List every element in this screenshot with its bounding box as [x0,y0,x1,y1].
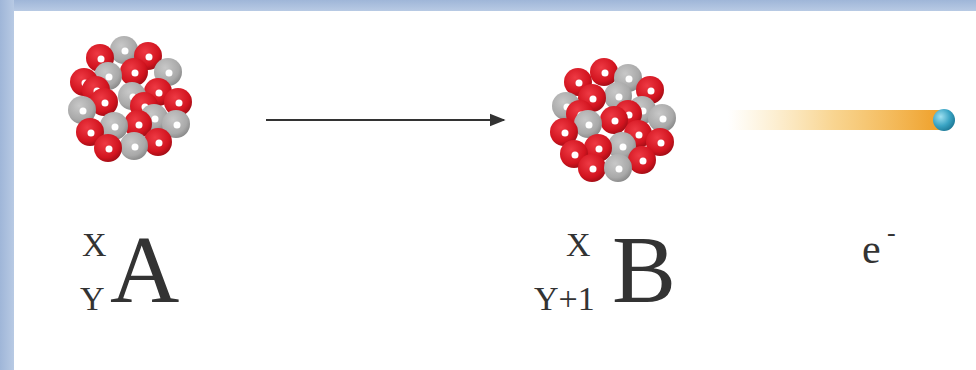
nucleon-dot [136,122,143,129]
nucleon-sphere [590,58,618,86]
nucleon-dot [88,130,95,137]
nucleon-ball [120,58,148,86]
nucleon-dot [156,90,163,97]
nucleon-sphere [120,132,148,160]
nucleon-dot [106,146,113,153]
mass-number: X [82,228,107,262]
nucleon-dot [590,166,597,173]
nucleon-ball [628,146,656,174]
reaction-arrow [266,119,504,121]
nucleon-dot [106,74,113,81]
nucleon-dot [174,122,181,129]
nucleon-dot [156,140,163,147]
nucleon-ball [600,106,628,134]
nucleon-ball [578,154,606,182]
nucleon-sphere [604,154,632,182]
nucleon-sphere [574,110,602,138]
nucleon-dot [132,70,139,77]
nucleon-sphere [600,106,628,134]
nucleon-dot [132,144,139,151]
nucleon-dot [122,48,129,55]
frame-band [0,0,976,11]
nucleon-sphere [648,104,676,132]
nucleon-ball [120,132,148,160]
electron-ball [933,109,955,131]
nucleon-dot [620,144,627,151]
nucleon-dot [576,80,583,87]
mass-number: X [566,228,591,262]
nucleon-dot [80,108,87,115]
charge-sign: - [887,220,896,246]
nucleon-ball [144,128,172,156]
nucleon-dot [146,54,153,61]
nucleon-dot [640,158,647,165]
nucleon-dot [98,56,105,63]
element-symbol: A [110,222,179,318]
nucleon-dot [616,166,623,173]
nucleon-dot [572,152,579,159]
atomic-number: Y+1 [534,282,595,316]
nucleus-a [68,36,192,162]
nucleon-ball [590,58,618,86]
nucleon-dot [586,122,593,129]
nucleon-ball [604,154,632,182]
nucleon-dot [596,146,603,153]
frame-band [0,0,14,370]
nucleon-dot [602,70,609,77]
nucleon-dot [152,116,159,123]
nucleon-sphere [94,134,122,162]
nucleon-dot [176,100,183,107]
nucleon-dot [590,96,597,103]
atomic-number: Y [80,282,105,316]
nucleon-dot [616,94,623,101]
nucleon-sphere [120,58,148,86]
nucleon-dot [636,132,643,139]
nucleon-dot [648,88,655,95]
nucleon-sphere [628,146,656,174]
nucleon-dot [612,118,619,125]
nucleon-sphere [578,154,606,182]
nucleon-dot [660,116,667,123]
nucleon-ball [94,134,122,162]
nucleon-dot [626,76,633,83]
electron-symbol: e [862,228,881,270]
nucleon-ball [574,110,602,138]
nucleon-dot [658,140,665,147]
element-symbol: B [612,222,676,318]
nucleon-dot [112,124,119,131]
electron-trail [728,110,940,130]
nucleon-sphere [144,128,172,156]
nucleon-dot [562,130,569,137]
nucleon-dot [166,70,173,77]
nucleon-dot [102,100,109,107]
nucleus-b [550,58,676,182]
nucleon-ball [648,104,676,132]
